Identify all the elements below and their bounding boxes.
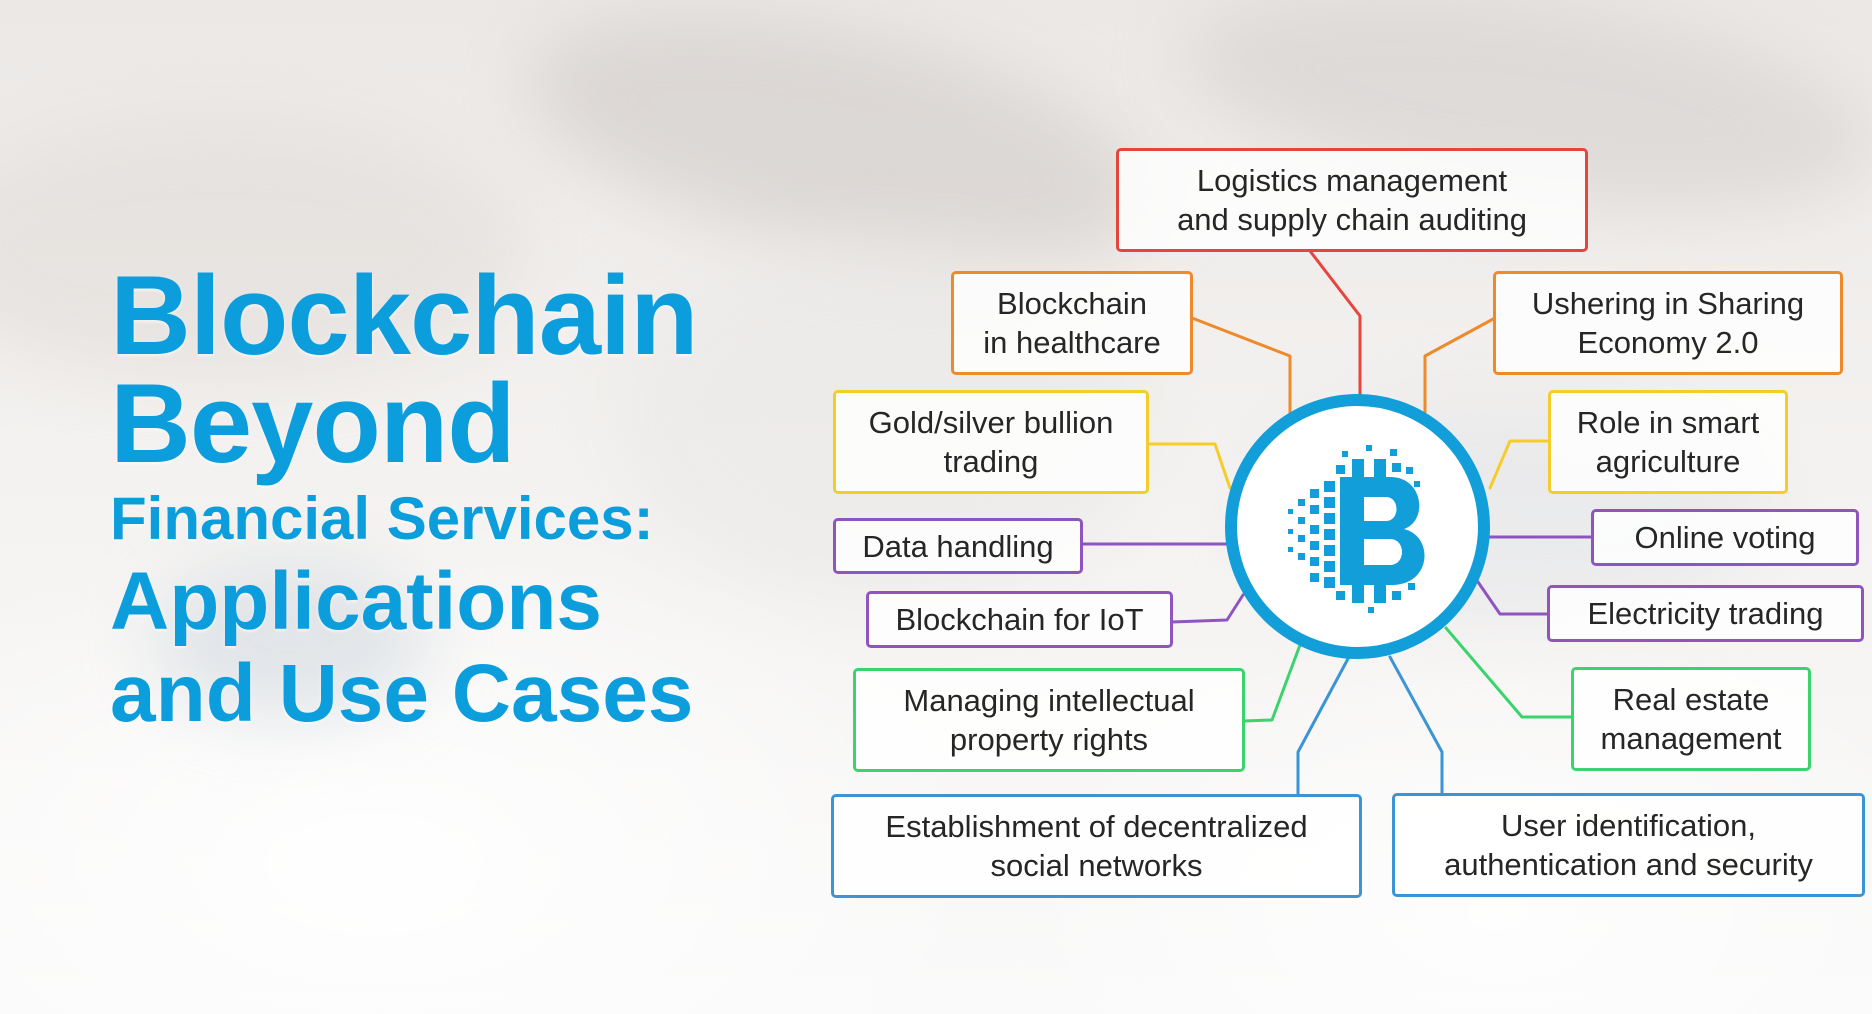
connector-healthcare — [1190, 316, 1292, 417]
headline: Blockchain Beyond Financial Services: Ap… — [110, 253, 699, 740]
node-real-estate: Real estate management — [1571, 667, 1811, 771]
node-agriculture: Role in smart agriculture — [1548, 390, 1788, 494]
node-sharing-economy: Ushering in Sharing Economy 2.0 — [1493, 271, 1843, 375]
node-identity: User identification, authentication and … — [1392, 793, 1865, 897]
bitcoin-hub — [1225, 394, 1490, 659]
connector-sharing-economy — [1423, 316, 1497, 414]
node-healthcare: Blockchain in healthcare — [951, 271, 1193, 375]
node-real-estate-label: Real estate management — [1600, 682, 1782, 756]
node-identity-label: User identification, authentication and … — [1444, 808, 1813, 882]
connector-agriculture — [1488, 439, 1552, 490]
node-bullion-label: Gold/silver bullion trading — [868, 405, 1114, 479]
node-ip-rights-label: Managing intellectual property rights — [903, 683, 1195, 757]
node-data-handling-label: Data handling — [862, 528, 1054, 564]
headline-line-2: Beyond — [110, 361, 516, 486]
connector-iot — [1170, 593, 1245, 624]
node-iot-label: Blockchain for IoT — [895, 602, 1144, 637]
node-bullion: Gold/silver bullion trading — [833, 390, 1149, 494]
node-iot: Blockchain for IoT — [866, 591, 1173, 648]
headline-line-3: Financial Services: — [110, 485, 654, 552]
headline-line-4: Applications — [110, 556, 603, 647]
node-voting: Online voting — [1591, 509, 1859, 566]
connector-social-networks — [1296, 653, 1352, 798]
node-healthcare-label: Blockchain in healthcare — [983, 286, 1161, 360]
connector-ip-rights — [1242, 643, 1302, 723]
node-logistics-label: Logistics management and supply chain au… — [1177, 163, 1527, 237]
node-sharing-economy-label: Ushering in Sharing Economy 2.0 — [1531, 286, 1805, 360]
node-electricity: Electricity trading — [1547, 585, 1864, 642]
headline-line-5: and Use Cases — [110, 648, 694, 739]
bitcoin-pixel-icon — [1287, 444, 1425, 613]
connector-real-estate — [1444, 626, 1574, 719]
node-voting-label: Online voting — [1634, 520, 1816, 555]
node-electricity-label: Electricity trading — [1587, 596, 1824, 631]
node-data-handling: Data handling — [833, 518, 1083, 574]
node-social-networks-label: Establishment of decentralized social ne… — [885, 809, 1308, 883]
connector-bullion — [1146, 442, 1232, 490]
connector-identity — [1388, 655, 1444, 796]
connector-logistics — [1308, 249, 1362, 396]
node-agriculture-label: Role in smart agriculture — [1576, 405, 1760, 479]
node-social-networks: Establishment of decentralized social ne… — [831, 794, 1362, 898]
headline-line-1: Blockchain — [110, 253, 699, 378]
node-ip-rights: Managing intellectual property rights — [853, 668, 1245, 772]
node-logistics: Logistics management and supply chain au… — [1116, 148, 1588, 252]
connector-electricity — [1476, 580, 1550, 616]
